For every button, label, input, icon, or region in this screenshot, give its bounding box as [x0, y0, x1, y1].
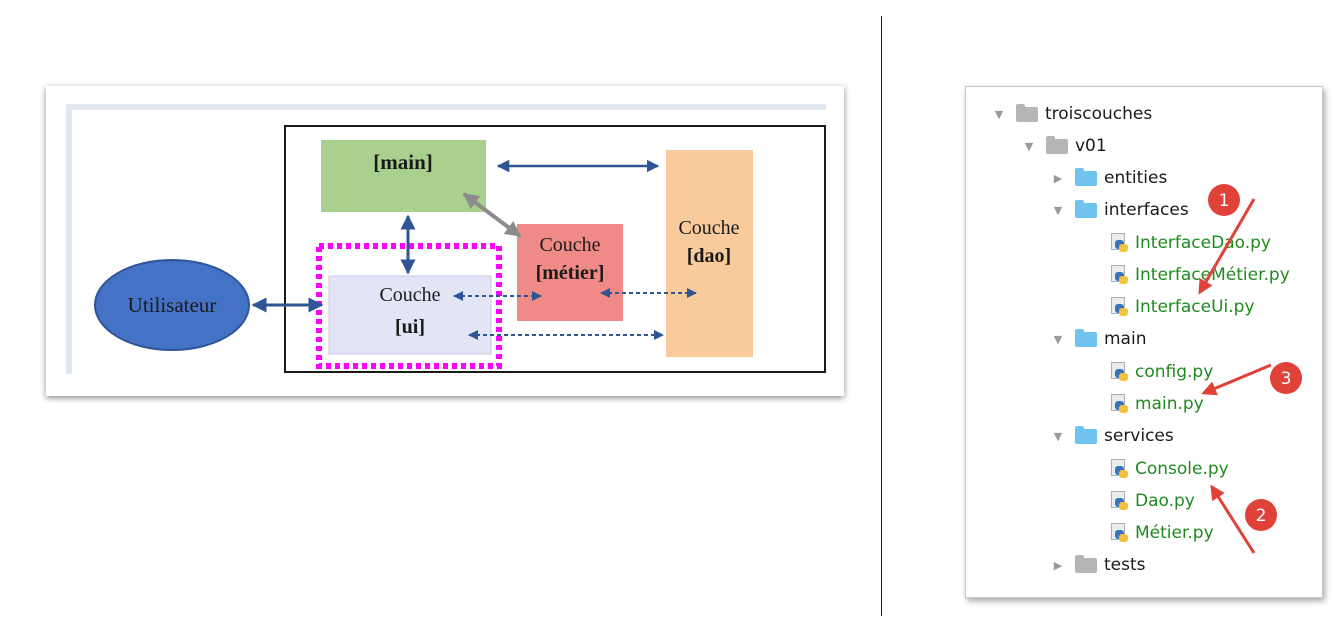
user-ellipse	[94, 259, 250, 351]
tree-node-main[interactable]: ▼ main	[1051, 325, 1146, 353]
file-label: main.py	[1135, 394, 1204, 414]
tree-file-metier[interactable]: Métier.py	[1110, 519, 1214, 547]
application-frame	[284, 125, 826, 373]
annotation-badge-2-label: 2	[1256, 506, 1267, 526]
annotation-badge-1	[1208, 184, 1240, 216]
file-label: Métier.py	[1135, 523, 1214, 543]
ui-box-label-line1: Couche	[379, 284, 440, 306]
expanded-triangle-icon[interactable]: ▼	[1024, 139, 1034, 153]
tree-node-label: v01	[1075, 136, 1107, 156]
python-file-icon	[1110, 265, 1130, 285]
collapsed-triangle-icon[interactable]: ▶	[1053, 558, 1063, 572]
ui-box	[328, 275, 492, 355]
dao-box-label-line2: [dao]	[687, 245, 731, 267]
tree-file-dao[interactable]: Dao.py	[1110, 487, 1195, 515]
file-label: Dao.py	[1135, 491, 1195, 511]
architecture-diagram: [main] Couche [dao] Couche [métier] Couc…	[46, 86, 844, 396]
annotation-arrow-2	[1210, 484, 1256, 554]
expanded-triangle-icon[interactable]: ▼	[994, 107, 1004, 121]
folder-icon	[1046, 135, 1068, 154]
file-label: InterfaceMétier.py	[1135, 265, 1290, 285]
main-box	[321, 140, 486, 212]
metier-box-label-line2: [métier]	[536, 262, 605, 284]
annotation-arrow-3	[1201, 363, 1272, 396]
tree-file-interfacedao[interactable]: InterfaceDao.py	[1110, 229, 1271, 257]
file-label: Console.py	[1135, 459, 1229, 479]
annotation-badge-3-label: 3	[1281, 369, 1292, 389]
annotation-badge-2	[1245, 499, 1277, 531]
tree-file-main[interactable]: main.py	[1110, 390, 1204, 418]
tree-file-interfaceui[interactable]: InterfaceUi.py	[1110, 293, 1255, 321]
tree-node-label: tests	[1104, 555, 1146, 575]
python-file-icon	[1110, 491, 1130, 511]
tree-node-services[interactable]: ▼ services	[1051, 422, 1174, 450]
diagram-left-band	[66, 104, 72, 374]
folder-icon	[1016, 103, 1038, 122]
python-file-icon	[1110, 233, 1130, 253]
python-file-icon	[1110, 394, 1130, 414]
expanded-triangle-icon[interactable]: ▼	[1053, 429, 1063, 443]
tree-node-label: interfaces	[1104, 200, 1189, 220]
tree-node-label: main	[1104, 329, 1147, 349]
expanded-triangle-icon[interactable]: ▼	[1053, 203, 1063, 217]
tree-node-label: troiscouches	[1045, 104, 1153, 124]
package-folder-icon	[1075, 425, 1097, 444]
vertical-divider	[881, 16, 882, 616]
python-file-icon	[1110, 297, 1130, 317]
tree-file-console[interactable]: Console.py	[1110, 455, 1229, 483]
collapsed-triangle-icon[interactable]: ▶	[1053, 171, 1063, 185]
diagram-svg: [main] Couche [dao] Couche [métier] Couc…	[94, 125, 826, 373]
tree-node-troiscouches[interactable]: ▼ troiscouches	[992, 100, 1152, 128]
package-folder-icon	[1075, 167, 1097, 186]
tree-node-label: services	[1104, 426, 1174, 446]
file-label: InterfaceUi.py	[1135, 297, 1255, 317]
dao-box	[666, 150, 753, 357]
main-box-label: [main]	[373, 150, 433, 174]
file-label: config.py	[1135, 362, 1214, 382]
tree-node-tests[interactable]: ▶ tests	[1051, 551, 1146, 579]
metier-box	[517, 224, 623, 321]
diagram-top-band	[66, 104, 826, 110]
user-ellipse-label: Utilisateur	[128, 293, 217, 317]
annotation-badge-3	[1270, 362, 1302, 394]
package-folder-icon	[1075, 199, 1097, 218]
dao-box-label-line1: Couche	[678, 217, 739, 239]
tree-file-interfacemetier[interactable]: InterfaceMétier.py	[1110, 261, 1290, 289]
tree-file-config[interactable]: config.py	[1110, 358, 1213, 386]
file-label: InterfaceDao.py	[1135, 233, 1271, 253]
main-metier-arrow	[462, 192, 522, 238]
python-file-icon	[1110, 459, 1130, 479]
folder-icon	[1075, 554, 1097, 573]
project-tree: ▼ troiscouches ▼ v01 ▶ entities ▼ interf…	[965, 86, 1323, 598]
metier-box-label-line1: Couche	[539, 234, 600, 256]
python-file-icon	[1110, 523, 1130, 543]
tree-node-interfaces[interactable]: ▼ interfaces	[1051, 196, 1189, 224]
python-file-icon	[1110, 362, 1130, 382]
expanded-triangle-icon[interactable]: ▼	[1053, 332, 1063, 346]
ui-box-label-line2: [ui]	[395, 316, 425, 338]
tree-node-label: entities	[1104, 168, 1168, 188]
annotation-badge-1-label: 1	[1219, 191, 1230, 211]
package-folder-icon	[1075, 328, 1097, 347]
tree-node-v01[interactable]: ▼ v01	[1022, 132, 1107, 160]
tree-node-entities[interactable]: ▶ entities	[1051, 164, 1167, 192]
